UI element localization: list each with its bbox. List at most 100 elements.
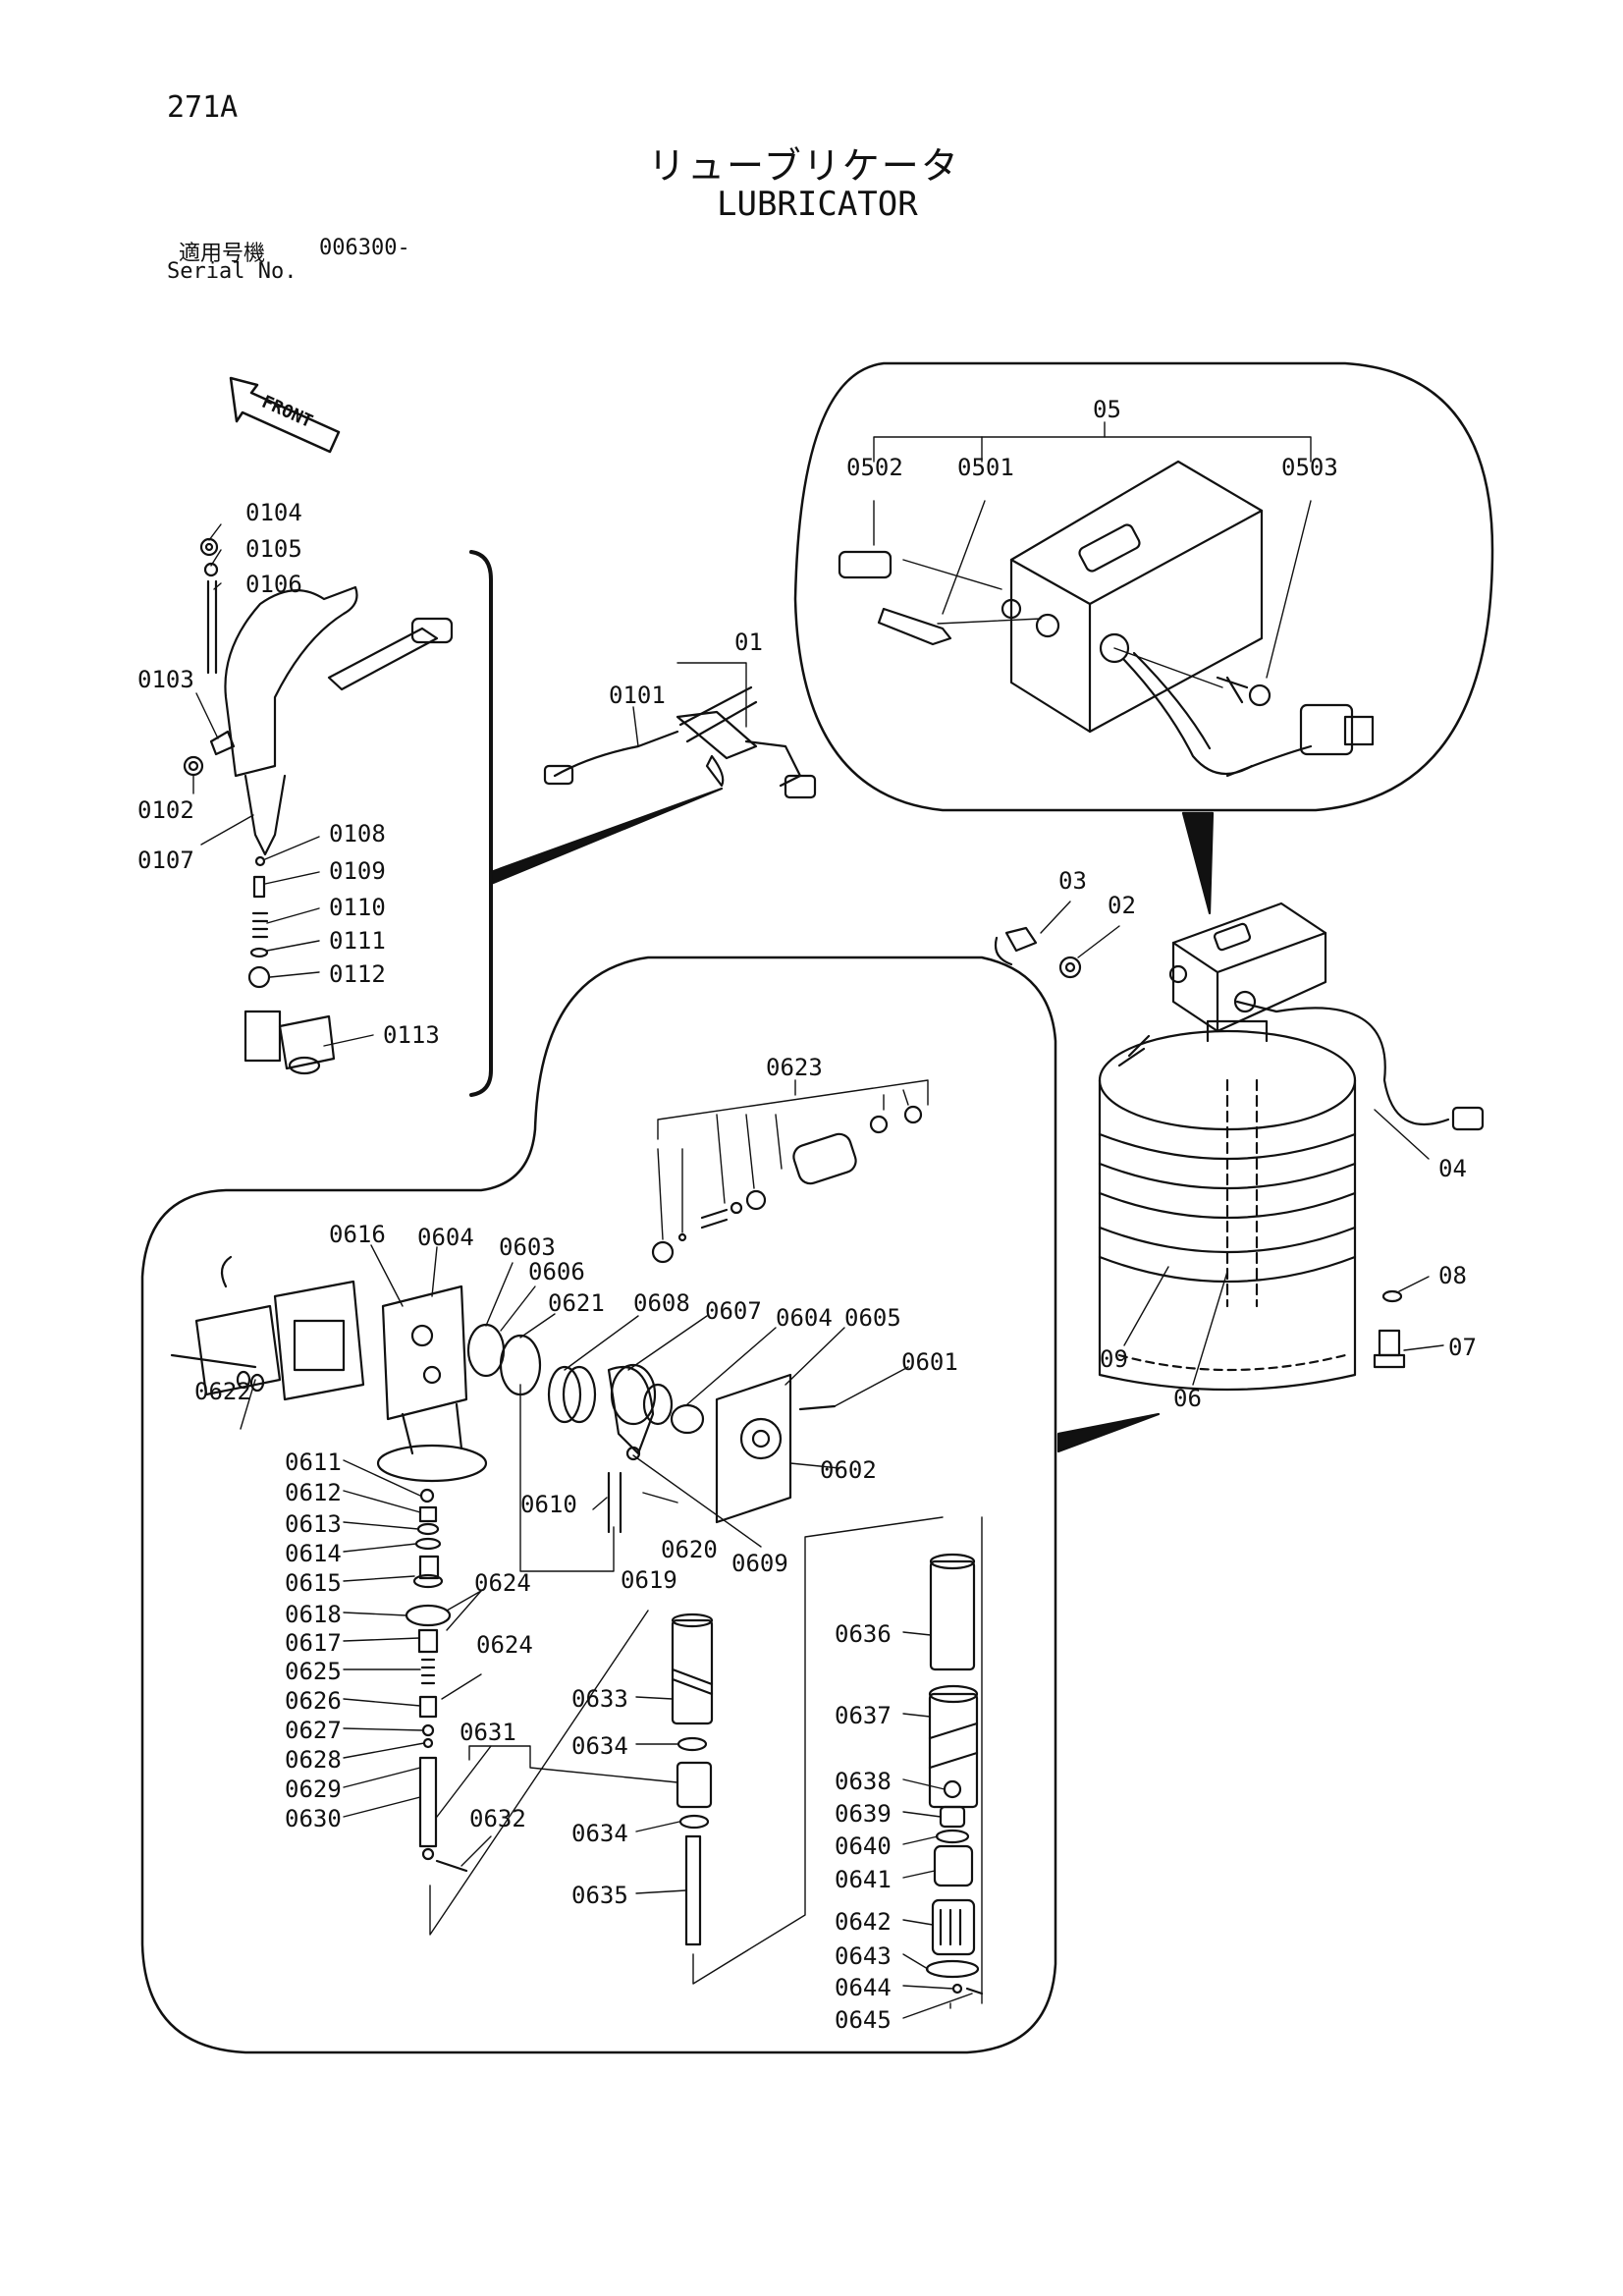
part-label-04: 04 [1438,1155,1467,1182]
part-label-0613: 0613 [285,1510,342,1538]
part-label-0627: 0627 [285,1717,342,1744]
part-label-0635: 0635 [571,1882,628,1909]
part-label-0601: 0601 [901,1348,958,1376]
part-label-0112: 0112 [329,960,386,988]
part-label-0621: 0621 [548,1289,605,1317]
part-label-0631: 0631 [460,1719,516,1746]
left-stack-drawing [405,1488,468,1873]
pump-leader-lines [240,1079,929,1572]
part-label-0110: 0110 [329,894,386,921]
part-label-0623: 0623 [766,1054,823,1081]
part-label-0641: 0641 [835,1866,892,1893]
part-label-0617: 0617 [285,1629,342,1657]
lubricator-tank-drawing [994,902,1485,1392]
part-label-0632: 0632 [469,1805,526,1832]
front-label: FRONT [259,392,316,432]
part-label-09: 09 [1100,1345,1128,1373]
part-label-0610: 0610 [520,1491,577,1518]
part-label-0628: 0628 [285,1746,342,1774]
page-title: LUBRICATOR [717,185,918,224]
part-label-0638: 0638 [835,1768,892,1795]
right-stack-drawing [925,1553,984,1995]
part-label-0616: 0616 [329,1221,386,1248]
part-label-0645: 0645 [835,2006,892,2034]
pump-callout-box [140,956,1161,2054]
part-label-0625: 0625 [285,1658,342,1685]
harness-drawing [543,685,817,799]
lever-leader-lines [192,523,374,1047]
part-label-0624-upper: 0624 [474,1569,531,1597]
part-label-08: 08 [1438,1262,1467,1289]
part-label-0615: 0615 [285,1569,342,1597]
part-label-0609: 0609 [731,1550,788,1577]
part-label-0105: 0105 [245,535,302,563]
part-label-0608: 0608 [633,1289,690,1317]
part-label-0503: 0503 [1281,454,1338,481]
part-label-05: 05 [1093,396,1121,423]
part-label-0642: 0642 [835,1908,892,1936]
lever-assembly-bracket [469,550,724,1097]
part-label-0624-lower: 0624 [476,1631,533,1659]
part-label-0108: 0108 [329,820,386,847]
part-label-0101: 0101 [609,682,666,709]
part-label-0639: 0639 [835,1800,892,1828]
part-label-0103: 0103 [137,666,194,693]
part-labels: 0104 0105 0106 0103 0102 0107 0108 0109 … [137,396,1477,2034]
part-label-03: 03 [1058,867,1087,895]
title-japanese: リューブリケータ [648,144,960,188]
part-label-0604-lower: 0604 [776,1304,833,1332]
part-label-0605: 0605 [844,1304,901,1332]
sensor-leader-lines [873,421,1312,688]
serial-number-value: 006300- [319,236,410,260]
part-label-0604-upper: 0604 [417,1224,474,1251]
part-label-07: 07 [1448,1334,1477,1361]
part-label-0633: 0633 [571,1685,628,1713]
part-label-0607: 0607 [705,1297,762,1325]
part-label-0620: 0620 [661,1536,718,1563]
part-label-0630: 0630 [285,1805,342,1832]
part-label-0106: 0106 [245,571,302,598]
part-label-0612: 0612 [285,1479,342,1506]
part-label-0637: 0637 [835,1702,892,1729]
sensor-callout-box [793,361,1494,915]
part-label-0602: 0602 [820,1456,877,1484]
part-label-0629: 0629 [285,1776,342,1803]
part-label-0614: 0614 [285,1540,342,1567]
part-label-0619: 0619 [621,1566,677,1594]
middle-stack-drawing [671,1613,714,1946]
part-label-01: 01 [734,629,763,656]
part-label-0502: 0502 [846,454,903,481]
right-stack-leader-lines [902,1516,983,2019]
part-label-0107: 0107 [137,847,194,874]
tank-leader-lines [1040,901,1444,1386]
part-label-0626: 0626 [285,1687,342,1715]
serial-label: Serial No. [167,259,298,284]
middle-stack-leader-lines [635,1516,944,1985]
part-label-0111: 0111 [329,927,386,955]
part-label-0618: 0618 [285,1601,342,1628]
part-label-0109: 0109 [329,857,386,885]
part-label-0644: 0644 [835,1974,892,2001]
part-label-0643: 0643 [835,1942,892,1970]
part-label-0636: 0636 [835,1620,892,1648]
part-label-0634-upper: 0634 [571,1732,628,1760]
front-arrow-icon: FRONT [229,376,341,454]
pump-assembly-drawing [170,1105,923,1534]
part-label-0640: 0640 [835,1832,892,1860]
part-label-0102: 0102 [137,796,194,824]
part-label-0611: 0611 [285,1449,342,1476]
part-label-0603: 0603 [499,1233,556,1261]
part-label-0622: 0622 [194,1378,251,1405]
serial-label-japanese: 適用号機 [179,242,266,266]
page-number: 271A [167,90,239,125]
part-label-0606: 0606 [528,1258,585,1285]
part-label-0634-lower: 0634 [571,1820,628,1847]
left-stack-leader-lines [343,1459,678,1936]
part-label-02: 02 [1108,892,1136,919]
part-label-0104: 0104 [245,499,302,526]
harness-leader-lines [632,662,747,747]
part-label-0113: 0113 [383,1021,440,1049]
lever-assembly-drawing [183,537,454,1075]
part-label-06: 06 [1173,1385,1202,1412]
